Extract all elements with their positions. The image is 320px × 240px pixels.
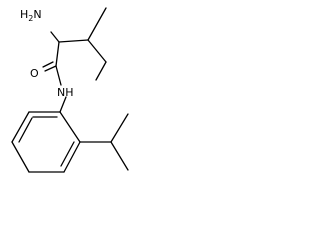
bond-ca-amine [50, 31, 60, 43]
bond-carbonyl-n [55, 65, 62, 86]
isopropyl-group [79, 113, 129, 171]
chemical-structure: H2N O NH [11, 7, 129, 173]
ring-double-bond-a [60, 141, 75, 167]
benzene-ring [11, 111, 81, 173]
ring-bond-4 [11, 141, 30, 173]
ring-bond-2 [63, 141, 81, 173]
bond-cg-cd [95, 61, 107, 81]
bond-ca-cb [58, 39, 89, 43]
ring-bond-5 [11, 111, 30, 143]
bond-cb-methyl [87, 7, 107, 41]
bond-n-ring [59, 96, 67, 113]
bond-isopropyl-methyl-down [110, 141, 129, 171]
bond-isopropyl-methyl-up [110, 113, 129, 143]
bond-ca-carbonyl [55, 41, 60, 67]
bond-cb-cg [87, 39, 107, 63]
amide-nitrogen-label: NH [57, 86, 74, 99]
ring-double-bond-b [18, 117, 33, 143]
carbonyl-oxygen-label: O [30, 67, 39, 80]
ring-bond-1 [59, 111, 81, 143]
bond-carbonyl-o-2 [42, 61, 54, 68]
bond-carbonyl-o-1 [44, 65, 57, 72]
amine-label: H2N [20, 8, 42, 23]
aliphatic-chain [50, 7, 107, 81]
amide-group [42, 61, 67, 113]
